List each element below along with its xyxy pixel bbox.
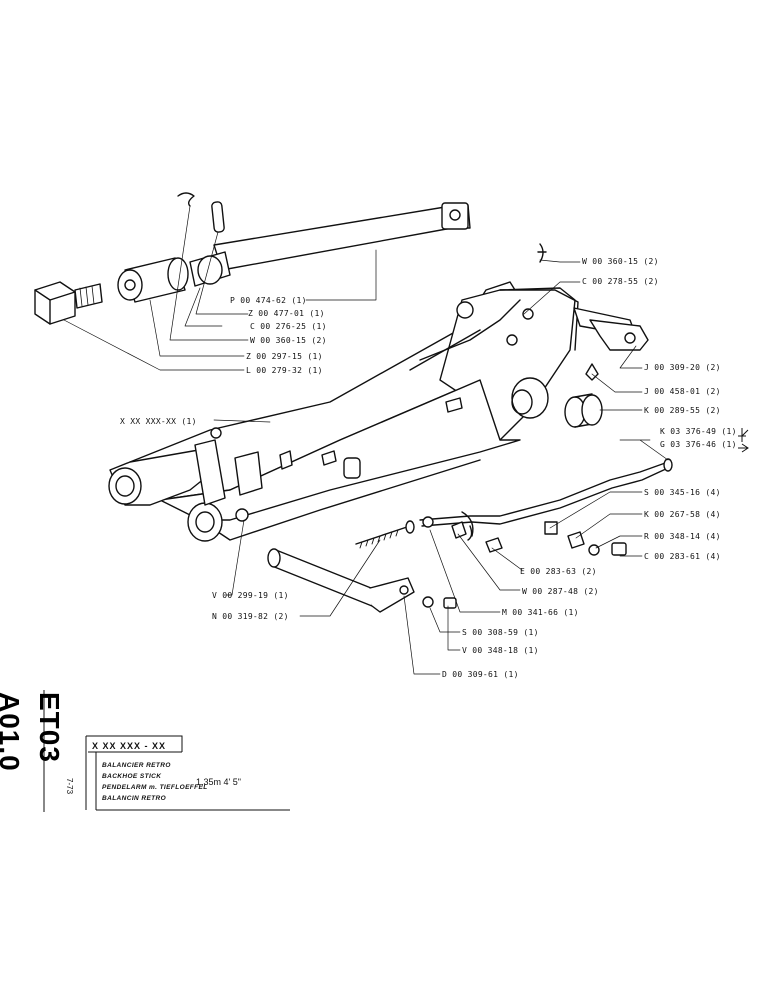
part-label-r348: R 00 348-14 (4) (644, 532, 721, 541)
part-label-z477: Z 00 477-01 (1) (248, 309, 325, 318)
part-label-w360-b: W 00 360-15 (2) (582, 257, 659, 266)
part-label-stick: X XX XXX-XX (1) (120, 417, 197, 426)
part-label-c278: C 00 278-55 (2) (582, 277, 659, 286)
orientation-symbols (738, 428, 749, 453)
leader-lines (63, 205, 669, 675)
title-line-en: BACKHOE STICK (102, 773, 162, 780)
part-label-n319: N 00 319-82 (2) (212, 612, 289, 621)
part-label-m341: M 00 341-66 (1) (502, 608, 579, 617)
part-label-j458: J 00 458-01 (2) (644, 387, 721, 396)
part-label-z297: Z 00 297-15 (1) (246, 352, 323, 361)
title-line-de: PENDELARM m. TIEFLOEFFEL (102, 784, 208, 791)
title-box (43, 690, 290, 812)
part-label-s308: S 00 308-59 (1) (462, 628, 539, 637)
part-label-l279: L 00 279-32 (1) (246, 366, 323, 375)
title-line-fr: BALANCIER RETRO (102, 762, 171, 769)
title-box-code: X XX XXX - XX (92, 741, 167, 751)
part-label-k289: K 00 289-55 (2) (644, 406, 721, 415)
stick-body (108, 281, 579, 542)
part-label-c283: C 00 283-61 (4) (644, 552, 721, 561)
part-label-k03-376: K 03 376-49 (1) (660, 427, 737, 436)
part-label-p474: P 00 474-62 (1) (230, 296, 307, 305)
part-label-g03-376: G 03 376-46 (1) (660, 440, 737, 449)
title-line-es: BALANCIN RETRO (102, 795, 167, 802)
part-label-k267: K 00 267-58 (4) (644, 510, 721, 519)
part-label-v348: V 00 348-18 (1) (462, 646, 539, 655)
bottom-parts (267, 520, 457, 613)
cylinder-assembly (34, 192, 471, 325)
size-spec: 1,35m 4' 5" (196, 777, 241, 787)
part-label-d309: D 00 309-61 (1) (442, 670, 519, 679)
part-label-c276: C 00 276-25 (1) (250, 322, 327, 331)
part-label-j309: J 00 309-20 (2) (644, 363, 721, 372)
date-code: 7-73 (65, 778, 74, 795)
right-side-parts (419, 243, 673, 556)
part-label-e283: E 00 283-63 (2) (520, 567, 597, 576)
part-label-v299: V 00 299-19 (1) (212, 591, 289, 600)
sheet-code: ET03 A01.0 (0, 692, 65, 772)
part-label-w360-a: W 00 360-15 (2) (250, 336, 327, 345)
part-label-s345: S 00 345-16 (4) (644, 488, 721, 497)
part-label-w287: W 00 287-48 (2) (522, 587, 599, 596)
